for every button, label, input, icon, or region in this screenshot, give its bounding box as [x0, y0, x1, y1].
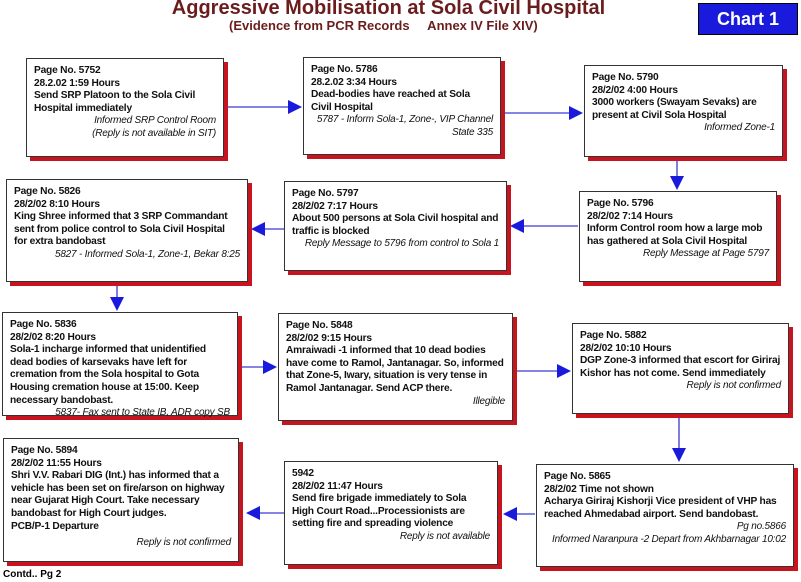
entry-timestamp: 28/2/02 9:15 Hours [286, 332, 372, 344]
entry-note: 5837- Fax sent to State IB, ADR copy SB [55, 407, 230, 419]
entry-page-number: Page No. 5752 [34, 65, 101, 76]
entry-note: Reply Message to 5796 from control to So… [304, 238, 499, 250]
entry-message: About 500 persons at Sola Civil hospital… [292, 213, 499, 237]
entry-note: 5787 - Inform Sola-1, Zone-, VIP Channel [316, 114, 493, 126]
entry-timestamp: 28/2/02 4:00 Hours [592, 84, 678, 96]
entry-page-number: Page No. 5882 [580, 330, 647, 341]
entry-note: State 335 [451, 126, 493, 138]
entry-timestamp: 28/2/02 7:14 Hours [587, 210, 673, 222]
arrow-head-icon [503, 507, 517, 521]
entry-page-number: Page No. 5786 [311, 64, 378, 75]
arrow-head-icon [672, 448, 686, 462]
entry-note: Informed Naranpura -2 Depart from Akhbar… [551, 533, 786, 545]
entry-note: Reply is not available [399, 530, 490, 542]
entry-timestamp: 28/2/02 11:55 Hours [11, 457, 102, 469]
entry-message: Shri V.V. Rabari DIG (Int.) has informed… [11, 470, 225, 532]
entry-note: Informed Zone-1 [704, 122, 775, 134]
entry-page-number: Page No. 5797 [292, 188, 359, 199]
entry-page-number: Page No. 5865 [544, 471, 611, 482]
entry-page-number: Page No. 5826 [14, 186, 81, 197]
entry-note: Reply is not confirmed [136, 537, 231, 549]
arrow-head-icon [263, 360, 277, 374]
entry-note: 5827 - Informed Sola-1, Zone-1, Bekar 8:… [54, 248, 240, 260]
entry-message: Send fire brigade immediately to Sola Hi… [292, 493, 467, 530]
entry-note: Reply Message at Page 5797 [643, 248, 769, 260]
entry-message: Amraiwadi -1 informed that 10 dead bodie… [286, 345, 504, 394]
arrow-head-icon [288, 100, 302, 114]
entry-timestamp: 28/2/02 10:10 Hours [580, 342, 672, 354]
arrow-head-icon [110, 297, 124, 311]
entry-page-number: Page No. 5836 [10, 319, 77, 330]
entry-page-number: Page No. 5848 [286, 320, 353, 331]
entry-message: King Shree informed that 3 SRP Commandan… [14, 211, 228, 248]
page-subtitle: (Evidence from PCR Records Annex IV File… [229, 18, 538, 33]
entry-timestamp: 28/2/02 8:20 Hours [10, 331, 96, 343]
continued-label: Contd.. Pg 2 [3, 569, 62, 580]
entry-note: Informed SRP Control Room [94, 115, 216, 127]
entry-page-number: Page No. 5796 [587, 198, 654, 209]
entry-timestamp: 28/2/02 7:17 Hours [292, 200, 378, 212]
entry-timestamp: 28/2/02 Time not shown [544, 483, 654, 495]
entry-message: DGP Zone-3 informed that escort for Giri… [580, 355, 781, 379]
entry-note: (Reply is not available in SIT) [92, 127, 216, 139]
entry-note: Pg no.5866 [736, 521, 786, 533]
entry-page-number: Page No. 5894 [11, 445, 78, 456]
arrow-head-icon [251, 222, 265, 236]
page-title: Aggressive Mobilisation at Sola Civil Ho… [171, 0, 606, 19]
arrow-head-icon [569, 106, 583, 120]
entry-timestamp: 28/2/02 11:47 Hours [292, 480, 383, 492]
entry-message: 3000 workers (Swayam Sevaks) are present… [592, 97, 757, 121]
arrow-head-icon [246, 506, 260, 520]
entry-message: Send SRP Platoon to the Sola Civil Hospi… [34, 90, 196, 114]
entry-message: Inform Control room how a large mob has … [587, 223, 763, 247]
entry-page-number: 5942 [292, 468, 314, 479]
entry-timestamp: 28/2/02 8:10 Hours [14, 198, 100, 210]
entry-note: Reply is not confirmed [686, 380, 781, 392]
arrow-head-icon [557, 364, 571, 378]
arrow-head-icon [510, 219, 524, 233]
entry-message: Sola-1 incharge informed that unidentifi… [10, 344, 206, 406]
entry-message: Dead-bodies have reached at Sola Civil H… [311, 89, 470, 113]
entry-note: Illegible [472, 395, 505, 407]
entry-page-number: Page No. 5790 [592, 72, 659, 83]
chart-badge: Chart 1 [698, 3, 798, 35]
entry-message: Acharya Giriraj Kishorji Vice president … [544, 496, 777, 520]
entry-timestamp: 28.2.02 1:59 Hours [34, 77, 120, 89]
arrow-head-icon [670, 176, 684, 190]
entry-timestamp: 28.2.02 3:34 Hours [311, 76, 397, 88]
